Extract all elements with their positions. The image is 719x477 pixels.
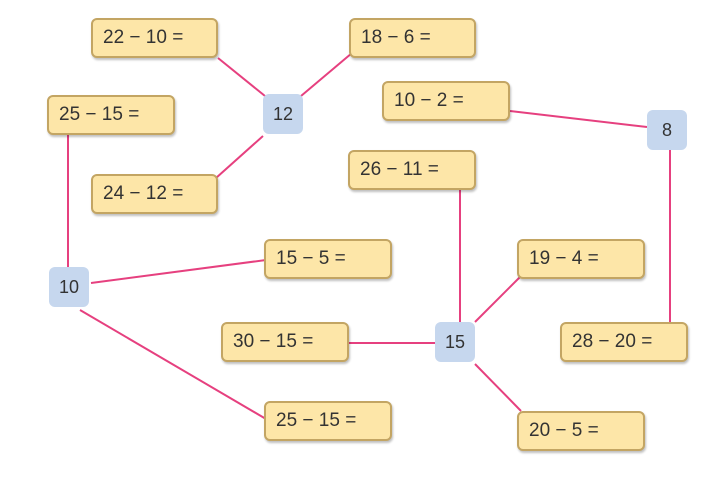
expression-26-minus-11: 26 − 11 = bbox=[348, 150, 476, 190]
connector-line bbox=[300, 52, 353, 97]
connector-line bbox=[79, 309, 267, 420]
result-12: 12 bbox=[263, 94, 303, 134]
connector-line bbox=[90, 259, 267, 284]
expression-10-minus-2: 10 − 2 = bbox=[382, 81, 510, 121]
expression-18-minus-6: 18 − 6 = bbox=[349, 18, 476, 58]
connector-line bbox=[509, 110, 648, 128]
expression-20-minus-5: 20 − 5 = bbox=[517, 411, 645, 451]
expression-15-minus-5: 15 − 5 = bbox=[264, 239, 392, 279]
expression-22-minus-10: 22 − 10 = bbox=[91, 18, 218, 58]
connector-line bbox=[474, 363, 522, 412]
expression-24-minus-12: 24 − 12 = bbox=[91, 174, 218, 214]
connector-line bbox=[215, 135, 264, 179]
result-10: 10 bbox=[49, 267, 89, 307]
result-8: 8 bbox=[647, 110, 687, 150]
expression-28-minus-20: 28 − 20 = bbox=[560, 322, 688, 362]
expression-25-minus-15: 25 − 15 = bbox=[47, 95, 175, 135]
expression-19-minus-4: 19 − 4 = bbox=[517, 239, 645, 279]
connector-line bbox=[474, 275, 522, 323]
result-15: 15 bbox=[435, 322, 475, 362]
connector-line bbox=[217, 57, 266, 97]
expression-25-minus-15: 25 − 15 = bbox=[264, 401, 392, 441]
expression-30-minus-15: 30 − 15 = bbox=[221, 322, 349, 362]
